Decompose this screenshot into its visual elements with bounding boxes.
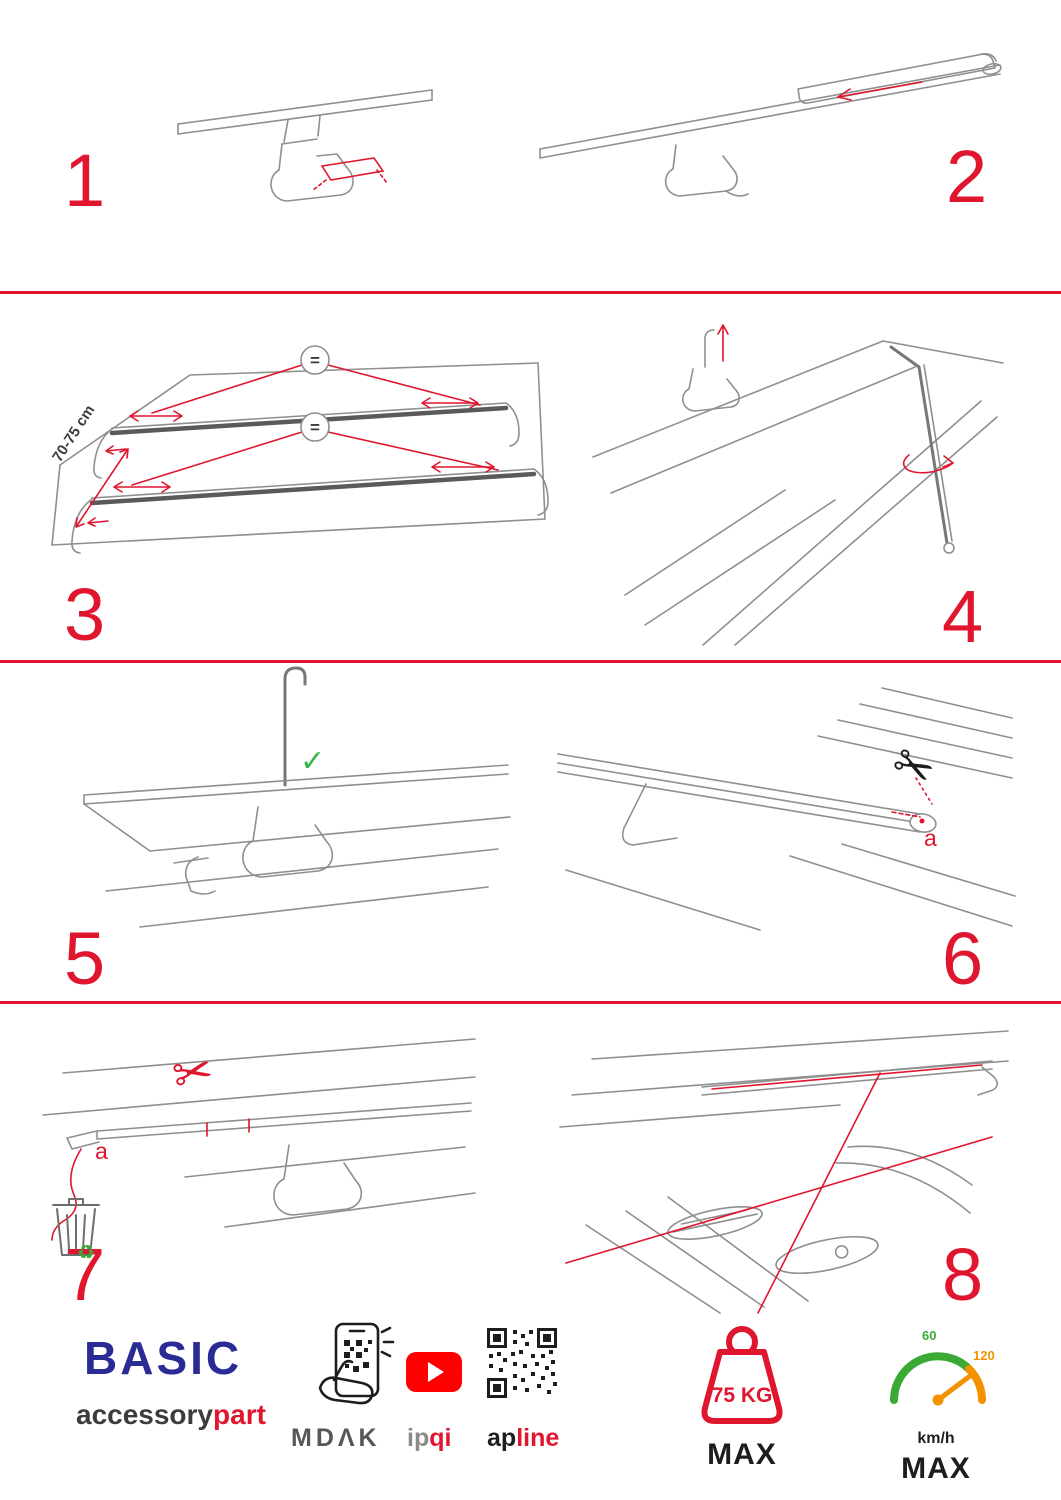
step-5-number: 5 [64, 917, 106, 1000]
step-5-illustration: ✓ [83, 666, 511, 928]
step-3-illustration: = = 70-75 cm [49, 345, 549, 554]
scissors-icon: ✂ [882, 733, 944, 801]
speed-unit-label: km/h [917, 1430, 955, 1447]
equal-distance-badge: = [310, 418, 320, 437]
play-icon [428, 1362, 444, 1382]
section-divider [0, 1001, 1061, 1004]
step-6-number: 6 [942, 917, 984, 1000]
checkmark-icon: ✓ [300, 744, 325, 779]
max-weight-value: 75 KG [712, 1384, 773, 1407]
brand-wordmark-red: part [213, 1399, 266, 1430]
discard-strip-line [51, 1148, 82, 1241]
speed-high-label: 120 [973, 1348, 995, 1363]
allen-key [889, 345, 949, 545]
section-divider [0, 291, 1061, 294]
section-divider [0, 660, 1061, 663]
brand-logo: BASIC [84, 1332, 243, 1384]
t-slot-adapter [775, 1235, 879, 1275]
apline-red: line [516, 1424, 560, 1452]
apline-dark: ap [487, 1424, 517, 1452]
speedometer-needle [935, 1373, 973, 1403]
rotate-arrow [902, 454, 954, 474]
step-4-illustration [592, 324, 1004, 646]
youtube-icon [406, 1352, 462, 1392]
step-2-illustration [539, 53, 1002, 197]
step-6-illustration: ✂ a [557, 687, 1016, 931]
step-1-number: 1 [64, 139, 106, 222]
brand-wordmark: accessorypart [76, 1399, 266, 1431]
step-8-number: 8 [942, 1233, 984, 1316]
mdak-wordmark: MDΛK [291, 1424, 381, 1452]
equal-distance-badge: = [310, 351, 320, 370]
speed-low-label: 60 [922, 1328, 936, 1343]
part-a-label: a [95, 1138, 108, 1164]
rubber-pad-highlight [320, 157, 385, 181]
scissors-icon: ✂ [167, 1042, 218, 1105]
qr-code [487, 1328, 557, 1398]
max-weight-icon: 75 KG [701, 1326, 783, 1424]
alignment-line [757, 1072, 881, 1314]
step-4-number: 4 [942, 575, 984, 658]
part-a-label: a [924, 825, 937, 851]
t-slot-adapter [667, 1206, 763, 1240]
max-weight-label: MAX [707, 1438, 777, 1471]
max-speed-label: MAX [901, 1452, 971, 1485]
step-1-illustration [177, 89, 433, 202]
step-2-number: 2 [946, 135, 988, 218]
step-3-number: 3 [64, 573, 106, 656]
step-8-illustration [559, 1030, 1009, 1314]
rubber-strip-end [891, 811, 921, 818]
step-7-illustration: ✂ a ♻ [42, 1038, 476, 1264]
brand-wordmark-dark: accessory [76, 1399, 214, 1430]
slide-arrow [837, 81, 923, 98]
ipqi-red: qi [429, 1424, 452, 1452]
phone-qr-scan-icon [318, 1322, 395, 1405]
recycle-icon: ♻ [77, 1240, 95, 1264]
ipqi-gray: ip [407, 1424, 430, 1452]
alignment-line [565, 1136, 993, 1264]
ipqi-wordmark: ipqi [407, 1424, 451, 1453]
speedometer-icon: 60 120 [890, 1328, 995, 1406]
insert-arrow [717, 324, 729, 362]
cut-marks [206, 1118, 250, 1137]
apline-wordmark: apline [487, 1424, 559, 1453]
step-7-number: 7 [64, 1233, 106, 1316]
crossbar-rear [89, 471, 537, 506]
